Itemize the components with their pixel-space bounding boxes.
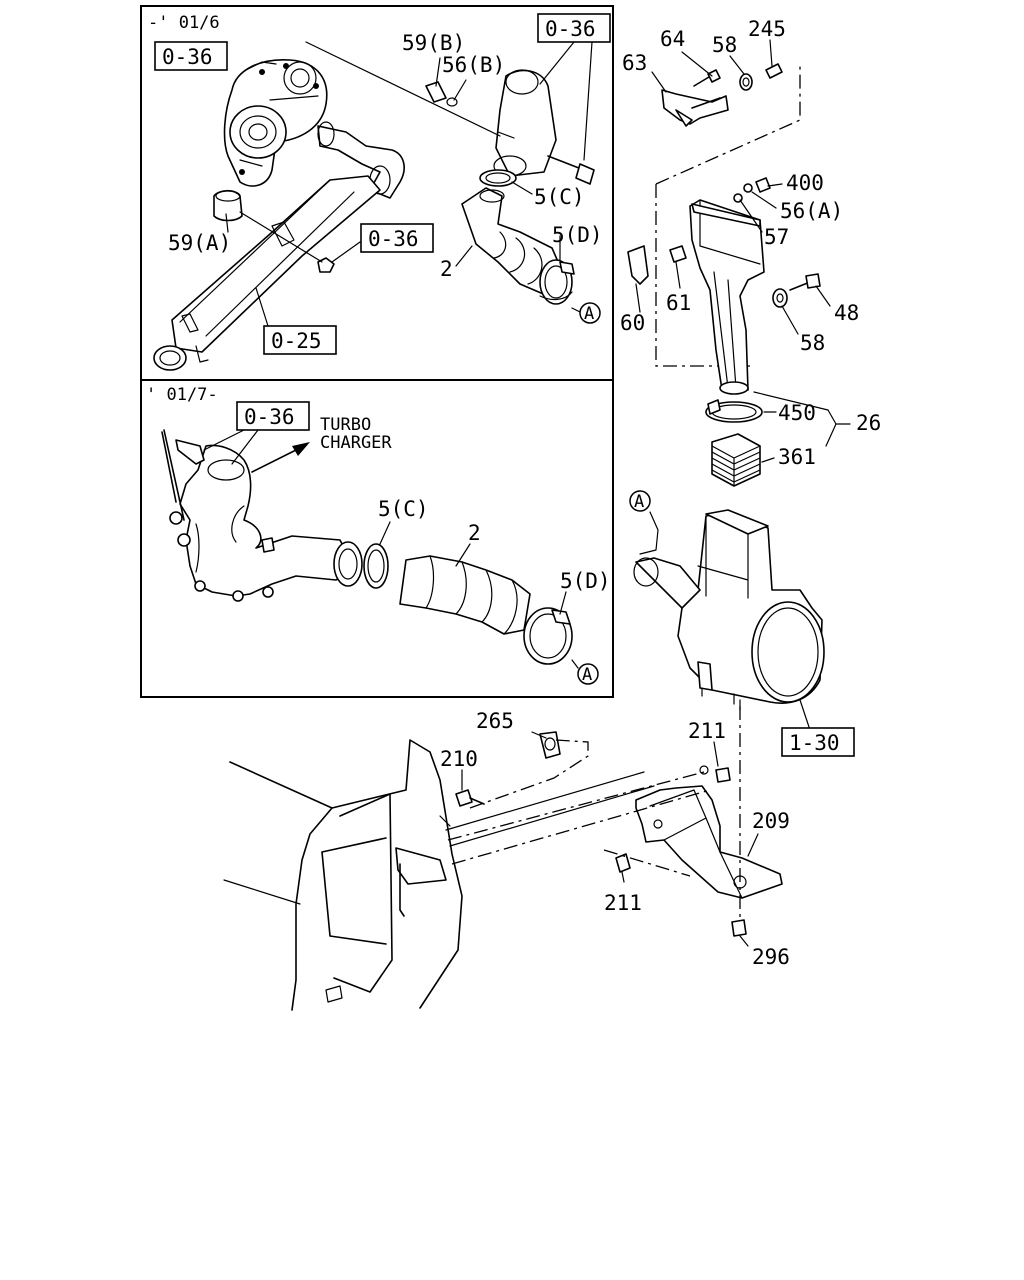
callout-56b: 56(B) <box>442 53 505 77</box>
upper-bracket-drawing <box>661 63 783 127</box>
leaders-right <box>635 39 851 731</box>
callout-26: 26 <box>856 411 881 435</box>
marker-a-bottom-circle <box>577 663 599 685</box>
callout-211-top: 211 <box>688 719 726 743</box>
ref-box-1-30 <box>781 727 855 757</box>
callout-2-bottom: 2 <box>468 521 481 545</box>
ref-box-0-36-turbo <box>154 41 228 71</box>
callout-265: 265 <box>476 709 514 733</box>
filter-361-drawing <box>711 433 761 487</box>
elbow-hose-drawing <box>213 69 595 305</box>
ref-box-0-36-bottom <box>236 401 310 431</box>
leaders-top <box>225 41 593 327</box>
marker-a-top: A <box>584 304 594 324</box>
ref-0-36-turbo: 0-36 <box>162 45 213 69</box>
ref-box-0-36-nut <box>360 223 434 253</box>
turbo-note-line2: CHARGER <box>320 433 392 453</box>
callout-2-top: 2 <box>440 257 453 281</box>
intake-duct-drawing <box>627 62 821 395</box>
callout-60: 60 <box>620 311 645 335</box>
air-cleaner-drawing <box>633 509 825 711</box>
callout-59b: 59(B) <box>402 31 465 55</box>
inset-top-period: -' 01/6 <box>148 13 220 33</box>
ref-1-30: 1-30 <box>789 731 840 755</box>
callout-245: 245 <box>748 17 786 41</box>
callout-296: 296 <box>752 945 790 969</box>
callout-61: 61 <box>666 291 691 315</box>
callout-48: 48 <box>834 301 859 325</box>
hose-bottom-drawing <box>363 543 573 665</box>
callout-361: 361 <box>778 445 816 469</box>
bolt-210-drawing <box>455 789 485 807</box>
ref-box-0-36-elbow <box>537 13 611 43</box>
callout-57: 57 <box>764 225 789 249</box>
ref-0-36-elbow: 0-36 <box>545 17 596 41</box>
turbo-outlet-elbow-drawing <box>161 429 363 602</box>
callout-5c-bottom: 5(C) <box>378 497 429 521</box>
callout-400: 400 <box>786 171 824 195</box>
callout-58-top: 58 <box>712 33 737 57</box>
callout-59a: 59(A) <box>168 231 231 255</box>
inset-frame <box>140 5 614 698</box>
callout-5d-bottom: 5(D) <box>560 569 611 593</box>
callout-209: 209 <box>752 809 790 833</box>
callout-210: 210 <box>440 747 478 771</box>
leaders-bottom <box>203 429 579 669</box>
callout-64: 64 <box>660 27 685 51</box>
callout-58-mid: 58 <box>800 331 825 355</box>
marker-a-bottom: A <box>582 665 592 685</box>
intake-pipe-drawing <box>153 175 381 371</box>
inset-bottom-period: ' 01/7- <box>146 385 218 405</box>
turbo-arrow-drawing <box>251 442 310 473</box>
clip-265-drawing <box>539 731 561 759</box>
truck-cab-drawing <box>223 739 655 1011</box>
ref-box-0-25 <box>263 325 337 355</box>
leaders-lower <box>447 731 759 947</box>
turbocharger-drawing <box>223 59 405 199</box>
callout-211-bottom: 211 <box>604 891 642 915</box>
support-bracket-209-drawing <box>603 706 783 937</box>
callout-56a: 56(A) <box>780 199 843 223</box>
clamp-450-drawing <box>705 399 763 423</box>
ref-0-25: 0-25 <box>271 329 322 353</box>
callout-63: 63 <box>622 51 647 75</box>
callout-450: 450 <box>778 401 816 425</box>
callout-labels: 59(B) 56(B) 5(C) 5(D) 59(A) 2 TURBO CHAR… <box>168 17 881 969</box>
turbo-note-line1: TURBO <box>320 415 371 435</box>
ref-0-36-nut: 0-36 <box>368 227 419 251</box>
ref-0-36-bottom: 0-36 <box>244 405 295 429</box>
callout-5d-top: 5(D) <box>552 223 603 247</box>
marker-a-top-circle <box>579 302 601 324</box>
callout-5c-top: 5(C) <box>534 185 585 209</box>
marker-a-right-circle <box>629 490 651 512</box>
marker-a-right: A <box>634 492 644 512</box>
